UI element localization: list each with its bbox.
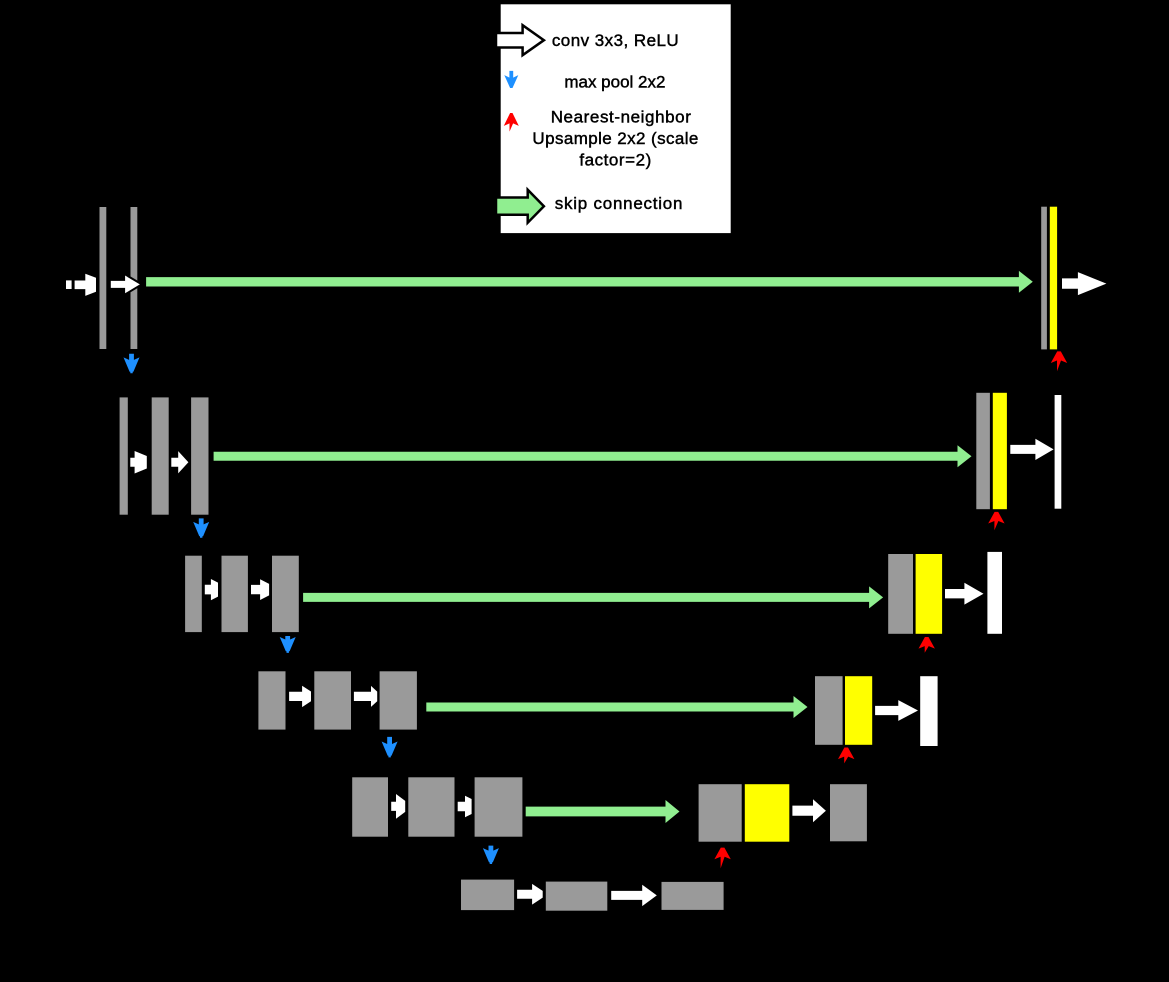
svg-text:max pool 2x2: max pool 2x2 [564,73,665,92]
svg-text:conv 3x3, ReLU: conv 3x3, ReLU [552,31,679,50]
svg-text:factor=2): factor=2) [579,151,652,170]
svg-text:Upsample 2x2 (scale: Upsample 2x2 (scale [532,129,698,148]
svg-text:Nearest-neighbor: Nearest-neighbor [551,108,692,127]
svg-text:skip connection: skip connection [555,194,683,213]
